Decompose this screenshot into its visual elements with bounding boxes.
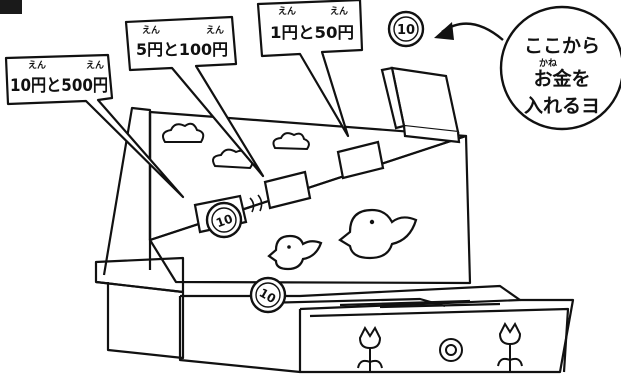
drawer-divider-3 xyxy=(379,302,501,309)
label-left-text: 10円と500円 xyxy=(10,76,108,96)
instruction-line-1: ここから xyxy=(524,35,600,57)
drawer-knob-inner xyxy=(445,344,457,356)
label-left: えん えん 10円と500円 xyxy=(4,53,185,199)
label-right: えん えん 1円と50円 xyxy=(256,0,364,138)
label-right-box xyxy=(256,0,364,138)
bird-small-eye xyxy=(287,245,291,249)
coin-in-slot-inner xyxy=(211,207,237,233)
instruction-line-3: 入れるヨ xyxy=(524,95,600,117)
bird-large xyxy=(338,208,418,260)
label-middle: えん えん 5円と100円 xyxy=(124,15,265,178)
tulip-right xyxy=(498,321,522,346)
drawer-left xyxy=(178,296,301,374)
coin-top-value: 10 xyxy=(397,23,415,38)
bird-large-eye xyxy=(369,219,375,225)
cloud-3 xyxy=(272,132,310,151)
drawer-divider-2 xyxy=(339,299,471,307)
bird-small xyxy=(267,234,323,271)
drawer-knob xyxy=(439,338,463,362)
motion-line-1 xyxy=(249,197,255,213)
tulip-right-stem xyxy=(497,344,523,372)
label-middle-text: 5円と100円 xyxy=(136,40,228,59)
corner-mark xyxy=(0,0,22,14)
instruction-arrow-head xyxy=(434,22,454,40)
coin-in-slot: 10 xyxy=(205,201,243,239)
instruction-circle xyxy=(499,5,621,131)
label-middle-ruby-1: えん xyxy=(142,25,160,36)
drawer-decoration xyxy=(357,321,523,372)
lid-card-side xyxy=(380,66,406,130)
label-left-ruby-2: えん xyxy=(86,60,104,71)
coin-top-inner xyxy=(393,16,419,42)
label-right-ruby-1: えん xyxy=(278,6,296,17)
label-left-box xyxy=(4,53,185,199)
label-middle-box xyxy=(124,15,265,178)
motion-line-2 xyxy=(257,194,263,212)
label-right-ruby-2: えん xyxy=(330,6,348,17)
coin-in-slot-value: 10 xyxy=(214,212,234,231)
slot-middle xyxy=(263,170,312,210)
slot-right xyxy=(336,140,385,180)
lid-card xyxy=(380,66,461,144)
birds xyxy=(267,208,418,271)
coin-on-tray-inner xyxy=(255,282,281,308)
label-right-text: 1円と50円 xyxy=(270,23,354,42)
drawer-divider-1 xyxy=(261,297,446,308)
instruction-line-2: お金を xyxy=(533,67,590,90)
tulip-left xyxy=(358,325,382,350)
label-middle-ruby-2: えん xyxy=(206,25,224,36)
box-left-lower xyxy=(95,280,185,360)
coin-on-tray: 10 xyxy=(249,276,287,314)
instruction-ruby: かね xyxy=(539,58,557,69)
coin-top: 10 xyxy=(387,10,425,48)
label-left-ruby-1: えん xyxy=(28,60,46,71)
cloud-1 xyxy=(162,122,205,143)
tulip-left-stem xyxy=(357,348,383,372)
drawer-front-panel xyxy=(309,307,570,373)
lid-card-edge xyxy=(402,125,461,144)
drawer-front-outline xyxy=(298,298,575,374)
instruction-bubble: ここから かね お金を 入れるヨ xyxy=(499,5,621,131)
motion-lines xyxy=(249,194,263,213)
